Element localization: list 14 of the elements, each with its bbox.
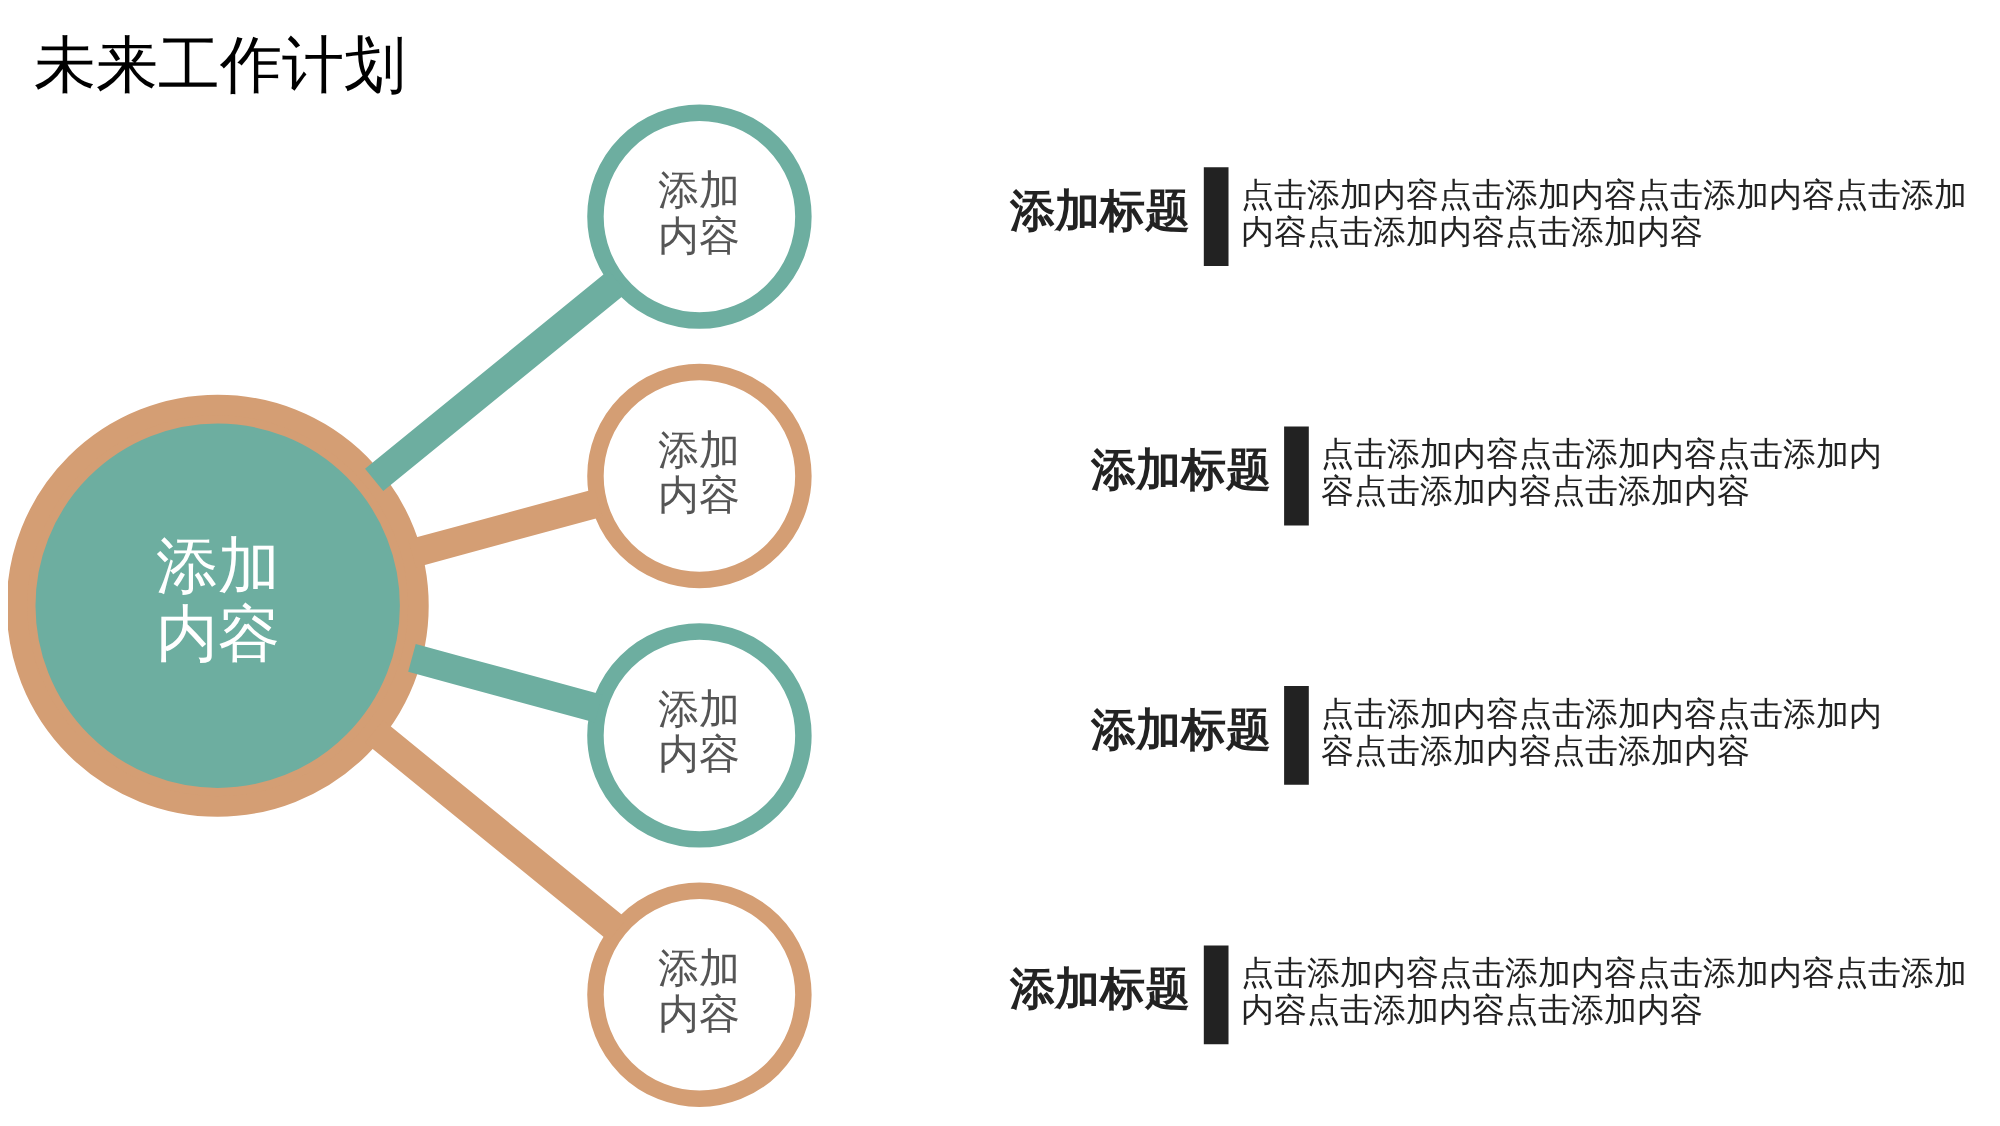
node-circle: 添加内容	[587, 882, 812, 1107]
diagram-title: 未来工作计划	[33, 28, 406, 101]
label: 点击添加内容点击添加内容点击添加内容点击添加内容点击添加内容点击添加内容	[1240, 952, 1967, 1029]
label: 点击添加内容点击添加内容点击添加内容点击添加内容点击添加内容点击添加内容	[1240, 174, 1967, 251]
label: 添加标题	[1090, 702, 1271, 756]
node-circle: 添加内容	[587, 363, 812, 588]
label: 添加标题	[1010, 961, 1191, 1015]
node-circle: 添加内容	[8, 394, 429, 817]
label: 添加标题	[1010, 183, 1191, 237]
node-circle: 添加内容	[587, 103, 812, 329]
label: 添加标题	[1090, 442, 1271, 496]
label: 点击添加内容点击添加内容点击添加内容点击添加内容点击添加内容	[1321, 693, 1883, 770]
label: 点击添加内容点击添加内容点击添加内容点击添加内容点击添加内容	[1321, 433, 1883, 510]
node-circle: 添加内容	[587, 622, 812, 848]
